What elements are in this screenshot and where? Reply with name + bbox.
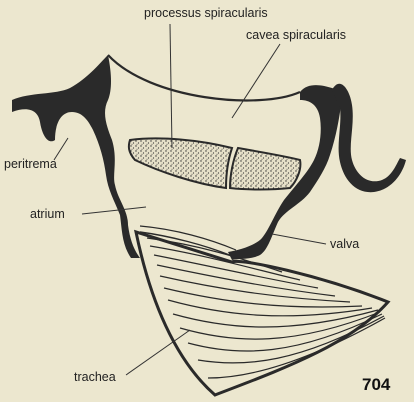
label-peritrema: peritrema [4,157,57,171]
processus-left-plate [129,138,232,188]
label-atrium: atrium [30,207,65,221]
figure-number: 704 [362,376,390,394]
label-cavea: cavea spiracularis [246,28,346,42]
right-peritrema [332,84,406,192]
label-valva: valva [330,237,359,251]
processus-right-plate [230,148,300,190]
cavea-arc [108,55,300,100]
leader-valva [272,234,326,244]
leader-processus [170,24,172,148]
label-processus: processus spiracularis [144,6,268,20]
leader-cavea [232,44,280,118]
label-trachea: trachea [74,370,116,384]
leader-atrium [82,207,146,214]
